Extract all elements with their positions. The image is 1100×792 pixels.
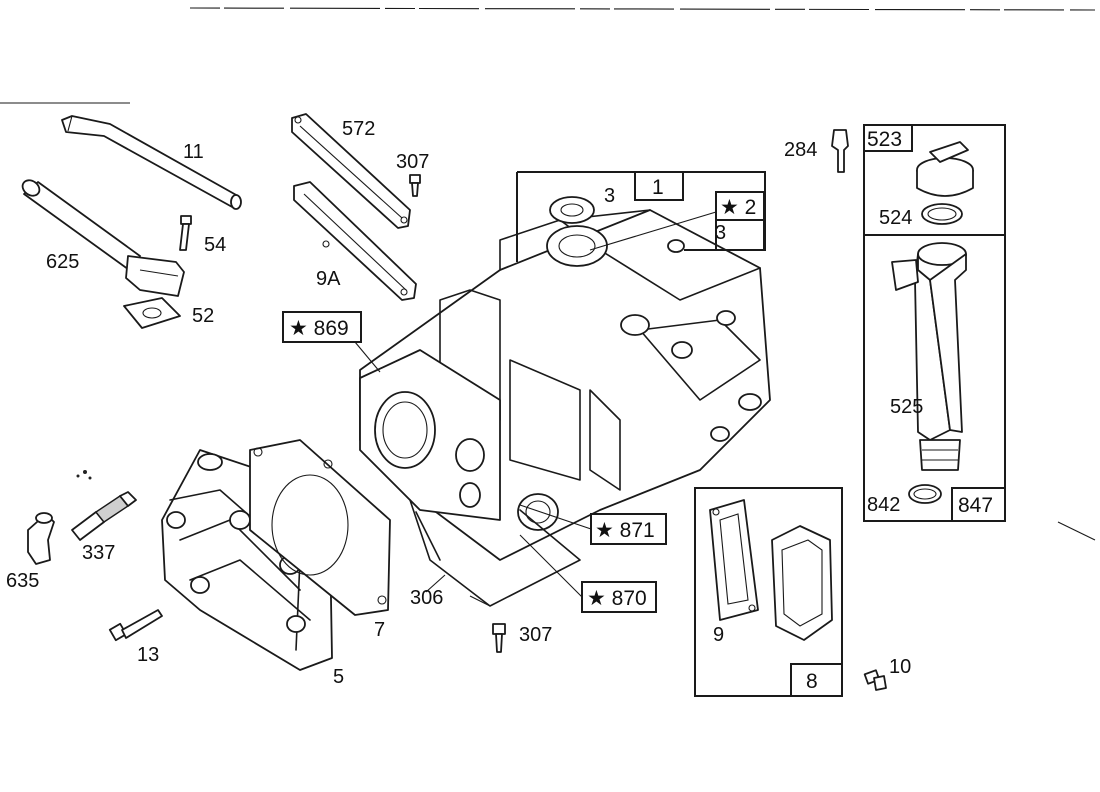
callout-labels: 11 625 54 52 572 307 9A ★ 869 3 1 ★ 2 3 … xyxy=(6,118,993,693)
label-635: 635 xyxy=(6,570,39,592)
label-2: ★ 2 xyxy=(720,196,756,219)
screw-part-10 xyxy=(863,669,887,691)
breather-cover-part-8 xyxy=(771,525,833,641)
label-337: 337 xyxy=(82,542,115,564)
label-842: 842 xyxy=(867,494,900,516)
label-7: 7 xyxy=(374,619,385,641)
label-54: 54 xyxy=(204,234,226,256)
gasket-part-9a xyxy=(293,181,417,301)
oil-seal-part-3 xyxy=(549,196,595,224)
label-8: 8 xyxy=(806,670,818,693)
label-11: 11 xyxy=(183,141,204,163)
scan-artifacts xyxy=(0,7,1096,541)
label-306: 306 xyxy=(410,587,443,609)
dipstick-cap-part-523 xyxy=(916,141,974,197)
screw-part-54 xyxy=(179,215,192,251)
spark-plug-part-337 xyxy=(71,491,137,541)
label-524: 524 xyxy=(879,207,912,229)
gasket-part-52 xyxy=(123,297,181,329)
label-525: 525 xyxy=(890,396,923,418)
label-9a: 9A xyxy=(316,268,341,290)
gasket-part-9 xyxy=(709,499,759,621)
label-307-bottom: 307 xyxy=(519,624,552,646)
assembly-box-1 xyxy=(516,171,766,262)
o-ring-part-842 xyxy=(908,484,942,504)
label-870: ★ 870 xyxy=(587,587,647,610)
label-5: 5 xyxy=(333,666,344,688)
label-847: 847 xyxy=(958,494,993,517)
label-307-top: 307 xyxy=(396,151,429,173)
label-625: 625 xyxy=(46,251,79,273)
bolt-part-13 xyxy=(108,609,163,642)
leader-lines xyxy=(354,211,717,607)
screw-part-307-top xyxy=(409,174,421,197)
head-gasket-part-7 xyxy=(249,439,391,616)
label-13: 13 xyxy=(137,644,159,666)
assembly-box-8 xyxy=(694,487,843,697)
assembly-box-847 xyxy=(863,124,1006,522)
label-9: 9 xyxy=(713,624,724,646)
fitting-part-284 xyxy=(831,129,849,173)
label-869: ★ 869 xyxy=(289,317,349,340)
breather-tube-part-625 xyxy=(21,179,185,297)
label-1: 1 xyxy=(652,176,664,199)
cover-plate-part-572 xyxy=(291,113,411,229)
label-10: 10 xyxy=(889,656,911,678)
spark-plug-boot-part-635 xyxy=(27,512,55,565)
label-3-box: 3 xyxy=(715,222,726,244)
callout-box-869 xyxy=(282,311,362,343)
label-284: 284 xyxy=(784,139,817,161)
engine-block xyxy=(359,209,771,561)
dipstick-tube-part-11 xyxy=(61,115,242,210)
label-523: 523 xyxy=(867,128,902,151)
label-3-seal: 3 xyxy=(604,185,615,207)
screw-part-307-bottom xyxy=(492,623,506,653)
oil-fill-tube-part-525 xyxy=(891,242,967,471)
label-52: 52 xyxy=(192,305,214,327)
o-ring-part-524 xyxy=(921,203,963,225)
label-572: 572 xyxy=(342,118,375,140)
label-871: ★ 871 xyxy=(595,519,655,542)
